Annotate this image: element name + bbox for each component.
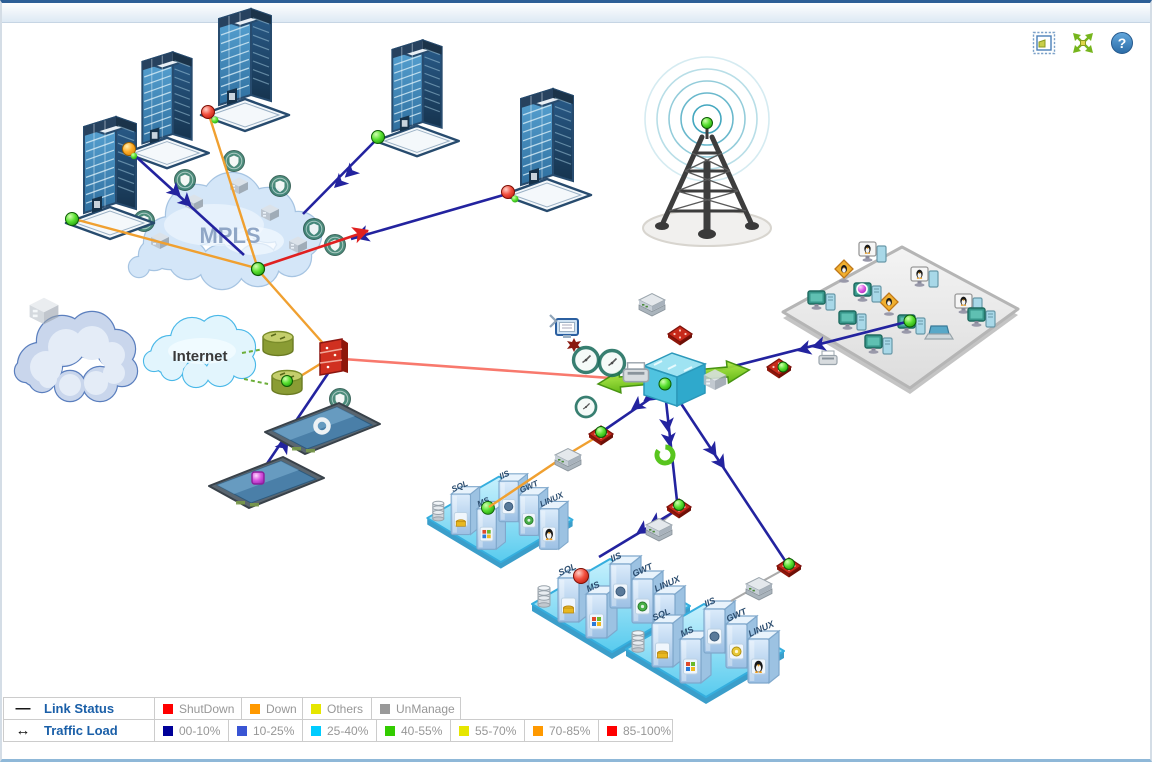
status-dot-red bbox=[573, 568, 589, 584]
laptop-node[interactable] bbox=[208, 456, 325, 509]
color-swatch bbox=[237, 725, 247, 736]
color-swatch bbox=[385, 725, 395, 736]
color-swatch bbox=[163, 725, 173, 736]
color-swatch bbox=[533, 725, 543, 736]
legend: — Link Status ShutDown Down Others UnMan… bbox=[3, 697, 673, 742]
link-traffic-low bbox=[350, 192, 508, 241]
firewall-icon[interactable] bbox=[319, 338, 348, 376]
legend-item: 85-100% bbox=[598, 719, 673, 742]
help-glyph: ? bbox=[1118, 35, 1127, 51]
server-logos bbox=[563, 586, 669, 628]
printer-icon[interactable] bbox=[818, 350, 838, 366]
legend-item: 00-10% bbox=[154, 719, 229, 742]
legend-item: Others bbox=[302, 697, 372, 720]
legend-item: 25-40% bbox=[302, 719, 377, 742]
refresh-ring-icon bbox=[654, 444, 676, 466]
legend-item: ShutDown bbox=[154, 697, 242, 720]
legend-item: UnManage bbox=[371, 697, 461, 720]
link-wireless bbox=[241, 348, 265, 354]
legend-item: 10-25% bbox=[228, 719, 303, 742]
linux-workstation-icon[interactable] bbox=[859, 242, 886, 262]
color-swatch bbox=[607, 725, 617, 736]
color-swatch bbox=[311, 703, 321, 714]
link-down bbox=[73, 217, 257, 270]
server-icon bbox=[450, 486, 481, 536]
legend-item: 70-85% bbox=[524, 719, 599, 742]
alert-starburst-icon bbox=[567, 338, 581, 352]
legend-traffic-load-row: ↔ Traffic Load 00-10% 10-25% 25-40% 40-5… bbox=[3, 719, 673, 742]
switch-icon[interactable] bbox=[745, 577, 773, 601]
monitor-icon[interactable] bbox=[555, 318, 581, 352]
link-down bbox=[488, 457, 563, 508]
link-wireless bbox=[243, 378, 269, 385]
server-farm-platform[interactable]: SQL MS IIS GWT LINUX bbox=[426, 469, 574, 569]
svg-text:IIS: IIS bbox=[609, 550, 623, 564]
color-swatch bbox=[380, 703, 390, 714]
maintenance-cube bbox=[251, 471, 265, 485]
svg-text:IIS: IIS bbox=[703, 595, 717, 609]
internet-cloud[interactable]: Internet bbox=[142, 314, 257, 389]
link-traffic-high bbox=[259, 229, 369, 269]
mpls-label: MPLS bbox=[199, 223, 260, 248]
radio-tower-icon[interactable] bbox=[642, 56, 772, 247]
map-canvas[interactable]: MPLS Internet bbox=[2, 3, 1152, 759]
map-toolbar: ? bbox=[1032, 31, 1134, 55]
building-node[interactable] bbox=[124, 51, 210, 170]
legend-item: 40-55% bbox=[376, 719, 451, 742]
overview-map-icon[interactable] bbox=[1032, 31, 1056, 55]
link-shutdown bbox=[342, 357, 653, 383]
internet-label: Internet bbox=[172, 348, 227, 365]
legend-link-status-row: — Link Status ShutDown Down Others UnMan… bbox=[3, 697, 673, 720]
server-farm-platform[interactable]: SQL MS IIS GWT LINUX bbox=[625, 595, 785, 704]
color-swatch bbox=[311, 725, 321, 736]
status-dots bbox=[65, 105, 917, 570]
tower-status-dot bbox=[701, 117, 713, 129]
help-icon[interactable]: ? bbox=[1110, 31, 1134, 55]
link-traffic-low bbox=[602, 394, 655, 433]
server-icon bbox=[538, 500, 569, 550]
switch-icon[interactable] bbox=[645, 518, 673, 542]
switch-icon[interactable] bbox=[554, 448, 582, 472]
maintenance-dot bbox=[856, 283, 868, 295]
server-icon bbox=[747, 630, 780, 684]
switch-icon[interactable] bbox=[638, 293, 666, 317]
building-node[interactable] bbox=[501, 87, 593, 213]
link-line-icon: — bbox=[15, 700, 31, 717]
fit-to-window-icon[interactable] bbox=[1071, 31, 1095, 55]
traffic-arrow-icon: ↔ bbox=[15, 722, 31, 739]
legend-link-status-title: — Link Status bbox=[3, 697, 155, 720]
gauge-icon bbox=[597, 348, 627, 378]
printer-icon[interactable] bbox=[622, 362, 650, 383]
server-icon bbox=[651, 614, 684, 668]
color-swatch bbox=[250, 703, 260, 714]
cloud-icon[interactable] bbox=[13, 310, 139, 403]
gauge-icon bbox=[574, 395, 598, 419]
link-down bbox=[258, 270, 330, 351]
toolbar-strip bbox=[2, 3, 1150, 23]
svg-text:IIS: IIS bbox=[498, 469, 511, 482]
building-node[interactable] bbox=[374, 39, 460, 158]
mpls-cloud[interactable]: MPLS bbox=[127, 171, 323, 291]
server-logos bbox=[657, 631, 763, 673]
firewall-icon[interactable] bbox=[667, 325, 693, 347]
color-swatch bbox=[163, 703, 173, 714]
legend-item: Down bbox=[241, 697, 303, 720]
legend-item: 55-70% bbox=[450, 719, 525, 742]
core-switch-icon[interactable] bbox=[641, 352, 708, 408]
server-farm-platform[interactable]: SQL MS IIS GWT LINUX bbox=[531, 550, 691, 659]
color-swatch bbox=[459, 725, 469, 736]
gauge-icon bbox=[571, 345, 601, 375]
lan-segment[interactable] bbox=[781, 242, 1020, 394]
laptop-ring-status bbox=[313, 417, 331, 435]
legend-traffic-load-title: ↔ Traffic Load bbox=[3, 719, 155, 742]
chevron-icon bbox=[549, 314, 558, 328]
router-icon[interactable] bbox=[262, 330, 294, 357]
link-traffic-low bbox=[678, 401, 788, 563]
server-logos bbox=[455, 501, 554, 541]
link-down bbox=[207, 114, 259, 267]
link-down bbox=[569, 436, 596, 455]
